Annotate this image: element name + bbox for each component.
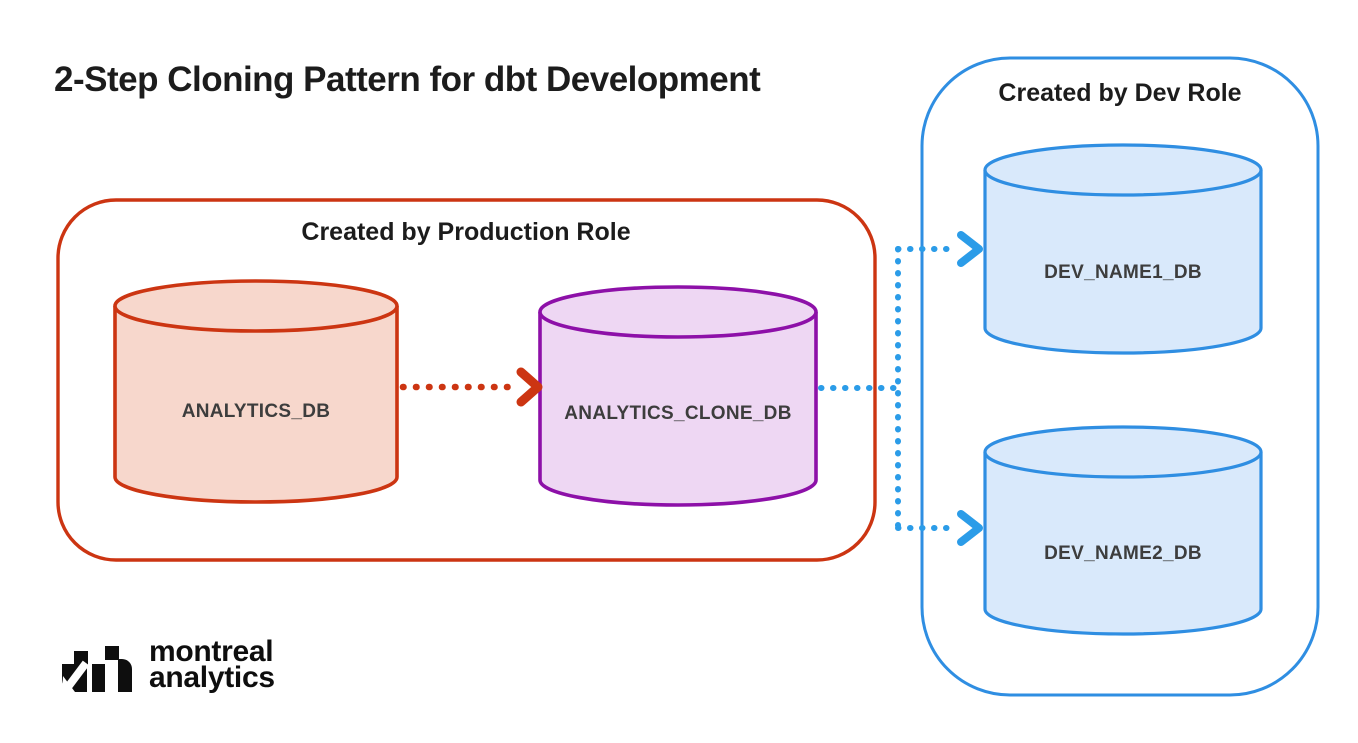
analytics-db-cylinder-body (113, 306, 399, 504)
arrow-to-dev1-head (957, 231, 983, 267)
montreal-analytics-logo-icon (61, 646, 132, 694)
arrow-to-dev2-head (957, 510, 983, 546)
arrow-clone-to-dev (818, 231, 983, 546)
montreal-analytics-logo-text: montreal analytics (149, 635, 275, 694)
arrow-analytics-to-clone (399, 367, 543, 407)
dev-name2-db-cylinder (983, 425, 1263, 636)
dev-name1-db-cylinder-top (983, 143, 1263, 197)
analytics-clone-db-cylinder-top (538, 285, 818, 339)
analytics-clone-db-label: ANALYTICS_CLONE_DB (564, 403, 792, 424)
dev-group-box (920, 56, 1320, 697)
dev-name1-db-cylinder-body (983, 170, 1263, 355)
dev-name2-db-cylinder-body (983, 452, 1263, 636)
production-group-box (56, 198, 877, 562)
dev-name2-db-cylinder-top (983, 425, 1263, 479)
logo-line2: analytics (149, 661, 275, 694)
analytics-db-cylinder (113, 279, 399, 504)
dev-group-label: Created by Dev Role (998, 79, 1242, 107)
dev-name1-db-label: DEV_NAME1_DB (1044, 262, 1202, 283)
analytics-db-cylinder-top (113, 279, 399, 333)
logo-line1: montreal (149, 635, 274, 668)
arrow-analytics-to-clone-head (516, 367, 543, 407)
analytics-clone-db-cylinder (538, 285, 818, 507)
analytics-clone-db-cylinder-body (538, 312, 818, 507)
dev-name1-db-cylinder (983, 143, 1263, 355)
analytics-db-label: ANALYTICS_DB (181, 401, 331, 422)
production-group-label: Created by Production Role (301, 218, 631, 246)
dev-name2-db-label: DEV_NAME2_DB (1044, 543, 1202, 564)
page-title: 2-Step Cloning Pattern for dbt Developme… (54, 60, 761, 99)
